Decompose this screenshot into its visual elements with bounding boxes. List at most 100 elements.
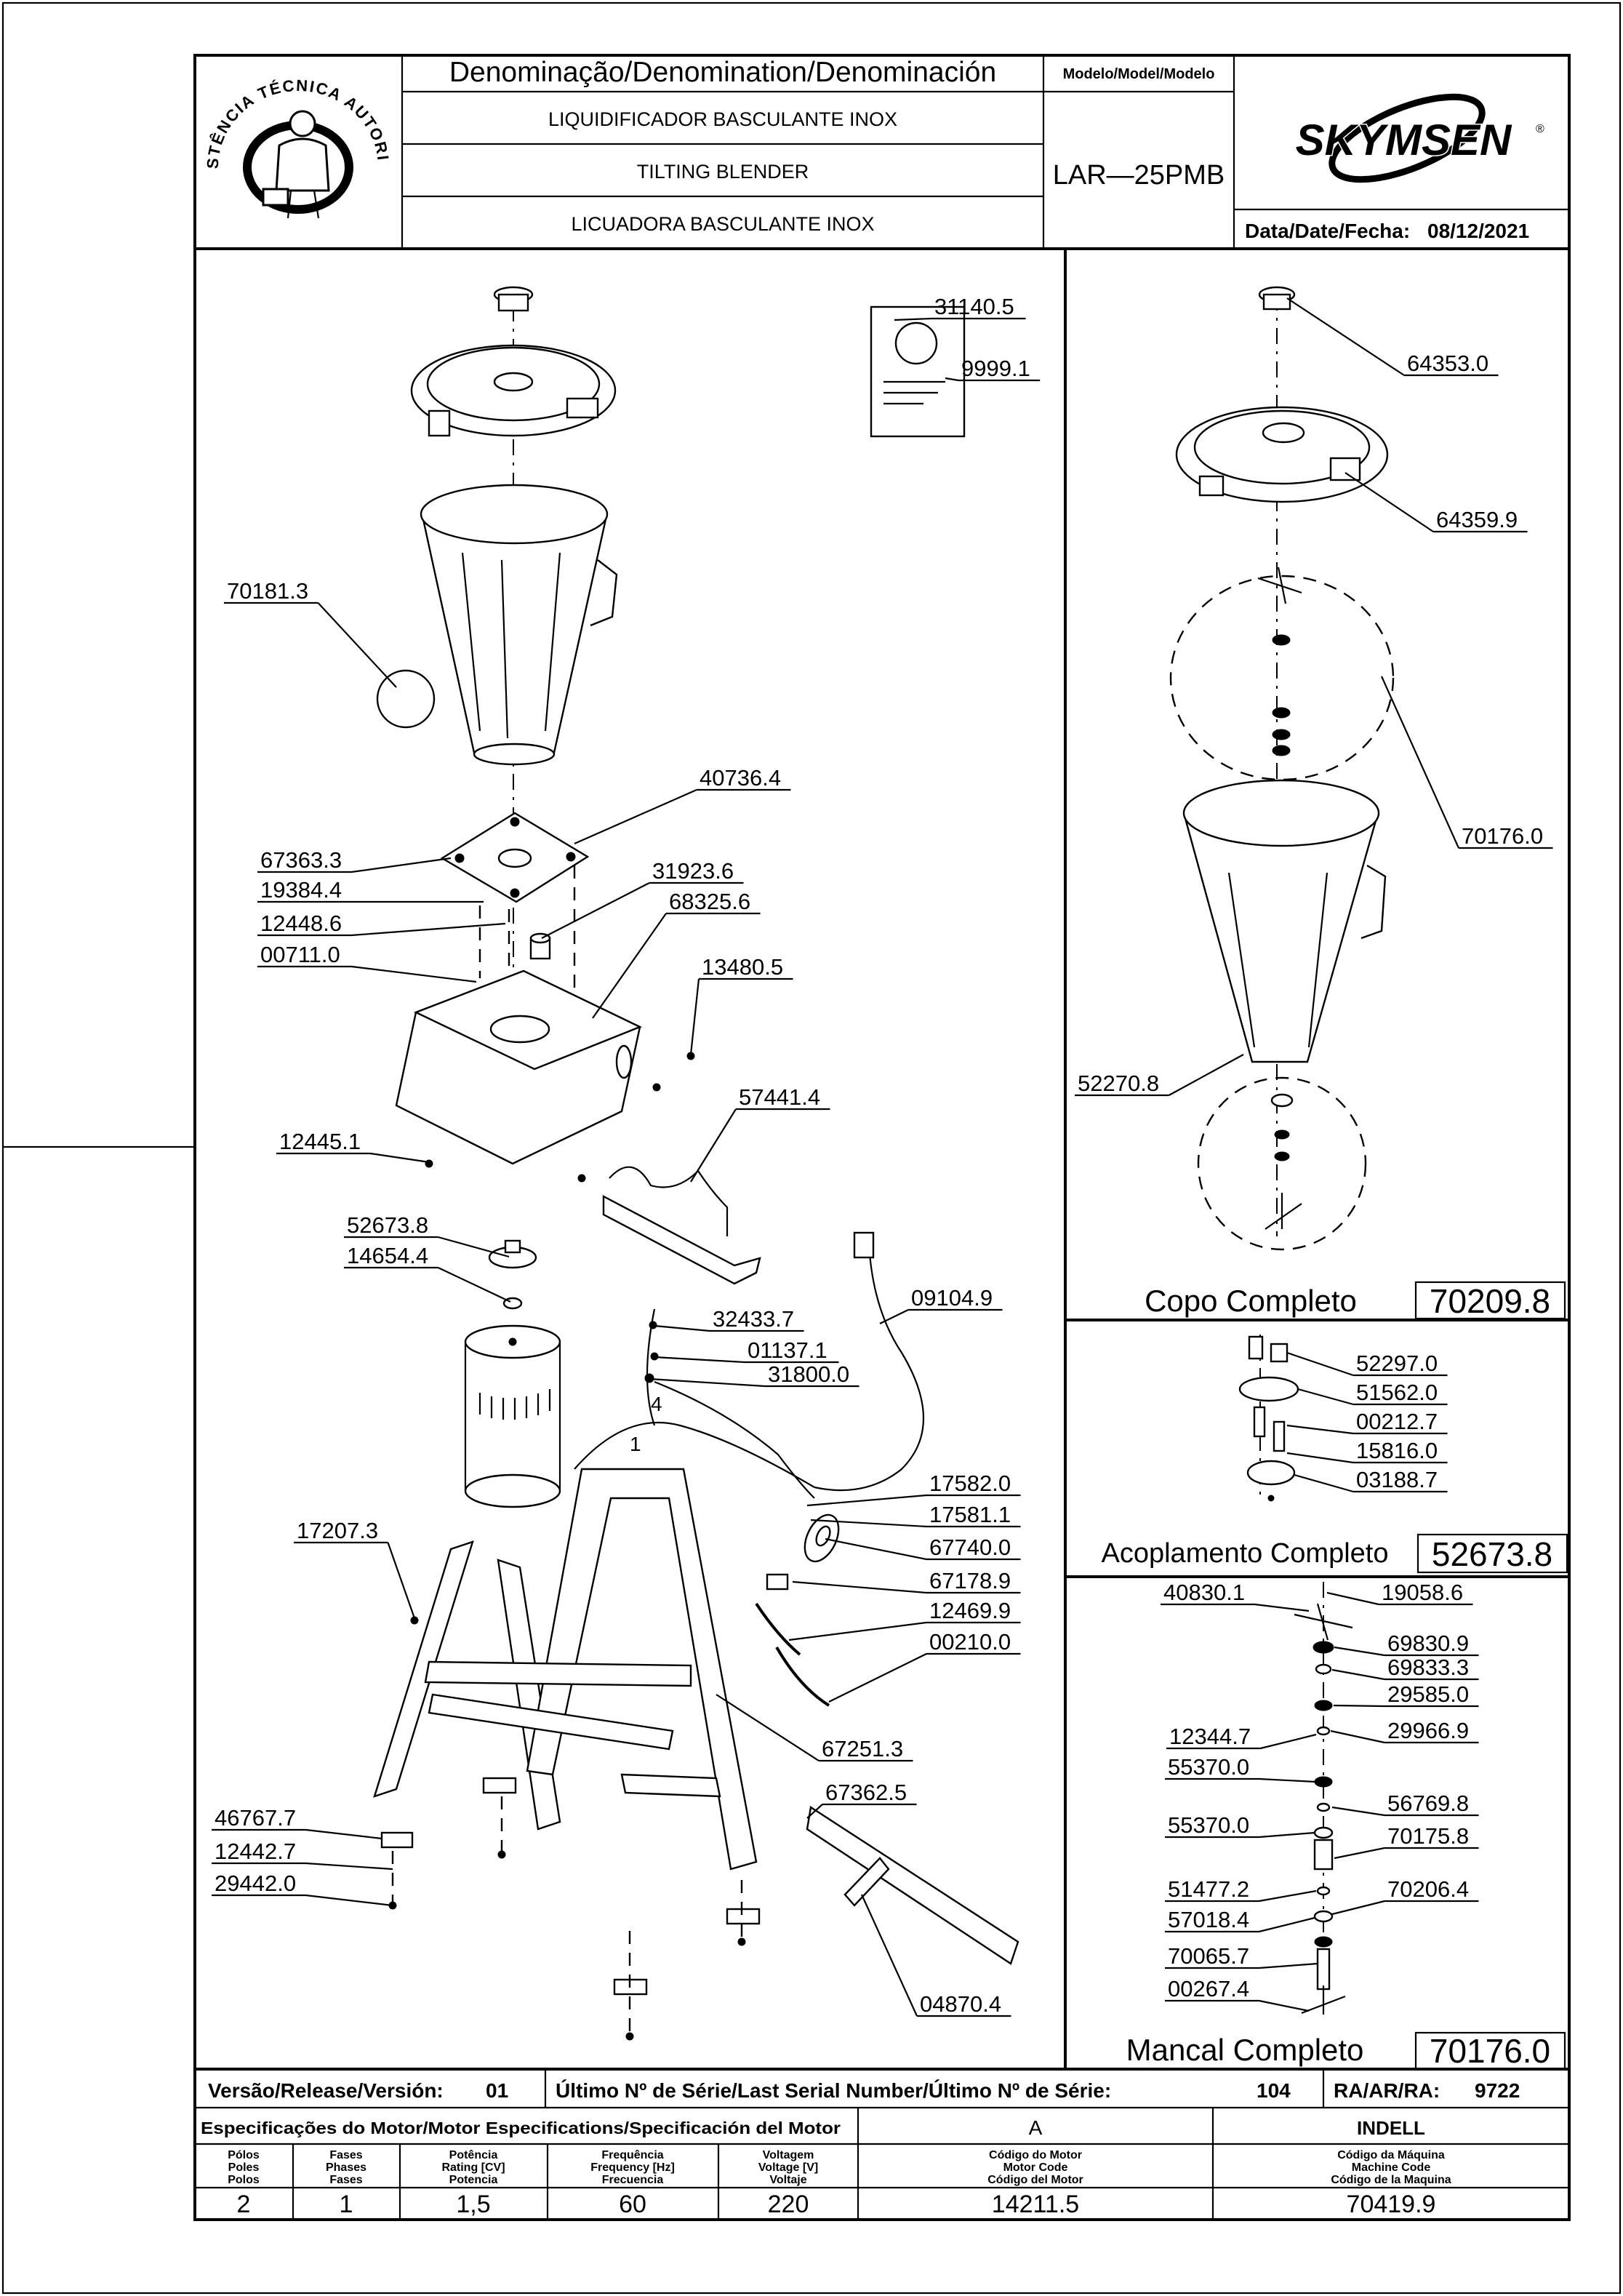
leader-line xyxy=(387,1542,416,1619)
spec-header-text: Voltagem xyxy=(763,2149,814,2161)
spec-col-b: INDELL xyxy=(1357,2117,1425,2139)
acoplamento-completo-drawing xyxy=(1238,1335,1299,1502)
part-number-label: 52270.8 xyxy=(1078,1071,1159,1096)
leader-line xyxy=(1259,1777,1317,1783)
spec-header-text: Phases xyxy=(326,2161,366,2174)
ra-value: 9722 xyxy=(1475,2079,1520,2102)
leader-line xyxy=(1168,1054,1244,1096)
part-number-label: 29585.0 xyxy=(1387,1681,1469,1707)
mancal-title: Mancal Completo xyxy=(1126,2033,1364,2067)
leader-line xyxy=(1286,1424,1354,1435)
leader-line xyxy=(351,857,452,873)
leader-line xyxy=(1331,1806,1385,1817)
serial-label: Último Nº de Série/Last Serial Number/Úl… xyxy=(556,2079,1111,2102)
leader-line xyxy=(654,1356,745,1364)
part-number-label: 13480.5 xyxy=(702,954,783,980)
spec-header-text: Potencia xyxy=(449,2174,498,2186)
title-block: Denominação/Denomination/Denominación Mo… xyxy=(0,0,1569,250)
leader-line xyxy=(1254,1603,1310,1612)
mancal-completo-title: Mancal Completo 70176.0 xyxy=(1126,2031,1566,2071)
leader-line xyxy=(438,1267,511,1303)
part-number-label: 29442.0 xyxy=(215,1871,296,1896)
acoplamento-title: Acoplamento Completo xyxy=(1102,1538,1389,1569)
version-value: 01 xyxy=(486,2079,508,2102)
model-value: LAR—25PMB xyxy=(1053,160,1225,191)
copo-completo-drawing xyxy=(1169,286,1395,1251)
part-number-label: 40736.4 xyxy=(700,765,781,791)
part-number-label: 51477.2 xyxy=(1168,1876,1249,1902)
part-number-label: 19058.6 xyxy=(1382,1580,1463,1605)
copo-code: 70209.8 xyxy=(1430,1282,1550,1320)
part-number-label: 70206.4 xyxy=(1387,1876,1469,1902)
part-number-label: 9999.1 xyxy=(961,356,1030,381)
part-number-label: 69830.9 xyxy=(1387,1631,1469,1656)
spec-value: 1,5 xyxy=(456,2191,490,2218)
spec-header-text: Machine Code xyxy=(1352,2161,1431,2174)
leader-line xyxy=(1333,1704,1385,1708)
spec-header-text: Polos xyxy=(228,2174,260,2186)
part-number-label: 70065.7 xyxy=(1168,1943,1249,1969)
part-number-label: 00210.0 xyxy=(929,1629,1011,1655)
leader-line xyxy=(1259,1889,1317,1903)
leader-line xyxy=(1297,1388,1354,1406)
leader-line xyxy=(1260,1733,1317,1750)
part-number-label: 67740.0 xyxy=(929,1535,1011,1560)
leader-line xyxy=(370,1152,430,1164)
spec-header-text: Pólos xyxy=(228,2149,260,2161)
leader-line xyxy=(305,1862,393,1871)
copo-completo-title: Copo Completo 70209.8 xyxy=(1145,1281,1566,1320)
spec-header-text: Voltaje xyxy=(769,2174,806,2186)
leader-line xyxy=(649,1377,766,1388)
leader-line xyxy=(592,913,667,1019)
skymsen-logo: SKYMSEN ® xyxy=(1294,93,1544,183)
part-number-label: 00711.0 xyxy=(260,942,340,967)
leader-line xyxy=(1259,1999,1310,2012)
leader-line xyxy=(1345,472,1434,532)
brand-name: SKYMSEN xyxy=(1296,116,1512,164)
part-number-label: 17581.1 xyxy=(929,1502,1011,1527)
leader-line xyxy=(825,1537,927,1561)
part-number-label: 12448.6 xyxy=(260,911,342,936)
part-number-label: 12442.7 xyxy=(215,1839,296,1864)
part-number-label: 04870.4 xyxy=(920,1991,1001,2017)
leader-line xyxy=(810,1519,927,1528)
part-number-label: 03188.7 xyxy=(1356,1467,1438,1492)
part-number-label: 19384.4 xyxy=(260,877,342,903)
model-label: Modelo/Model/Modelo xyxy=(1063,66,1215,82)
part-number-label: 12344.7 xyxy=(1169,1724,1251,1749)
part-number-label: 67178.9 xyxy=(929,1568,1011,1593)
leader-line xyxy=(317,602,397,688)
leader-line xyxy=(1286,297,1405,376)
leader-line xyxy=(654,1324,710,1332)
mancal-completo-drawing xyxy=(1294,1582,1353,2015)
leader-line xyxy=(1326,1591,1379,1606)
acoplamento-completo-title: Acoplamento Completo 52673.8 xyxy=(1102,1533,1568,1574)
leader-line xyxy=(806,1804,823,1819)
part-callouts: 31140.59999.170181.340736.467363.319384.… xyxy=(212,294,1553,2017)
spec-header-text: Frequency [Hz] xyxy=(590,2161,675,2174)
part-number-label: 70176.0 xyxy=(1462,823,1543,849)
spec-header-text: Potência xyxy=(449,2149,498,2161)
part-number-label: 64353.0 xyxy=(1407,351,1488,376)
leader-line xyxy=(806,1494,927,1507)
leader-line xyxy=(574,788,697,845)
part-number-label: 31923.6 xyxy=(652,858,734,884)
part-number-label: 52297.0 xyxy=(1356,1351,1438,1376)
leader-line xyxy=(716,1694,819,1761)
part-number-label: 12469.9 xyxy=(929,1598,1011,1623)
mancal-code: 70176.0 xyxy=(1430,2032,1550,2070)
leader-line xyxy=(305,1828,382,1840)
spec-header-text: Código do Motor xyxy=(989,2149,1082,2161)
leader-line xyxy=(305,1894,393,1907)
part-number-label: 15816.0 xyxy=(1356,1438,1438,1463)
leader-line xyxy=(1259,1831,1315,1839)
leader-line xyxy=(1294,1473,1354,1493)
spec-section-label: Especificações do Motor/Motor Especifica… xyxy=(201,2119,841,2137)
spec-col-a: A xyxy=(1029,2116,1043,2139)
part-number-label: 00267.4 xyxy=(1168,1976,1249,2001)
name-spanish: LICUADORA BASCULANTE INOX xyxy=(571,213,874,235)
date-label: Data/Date/Fecha: xyxy=(1245,220,1410,242)
part-number-label: 01137.1 xyxy=(748,1337,827,1363)
